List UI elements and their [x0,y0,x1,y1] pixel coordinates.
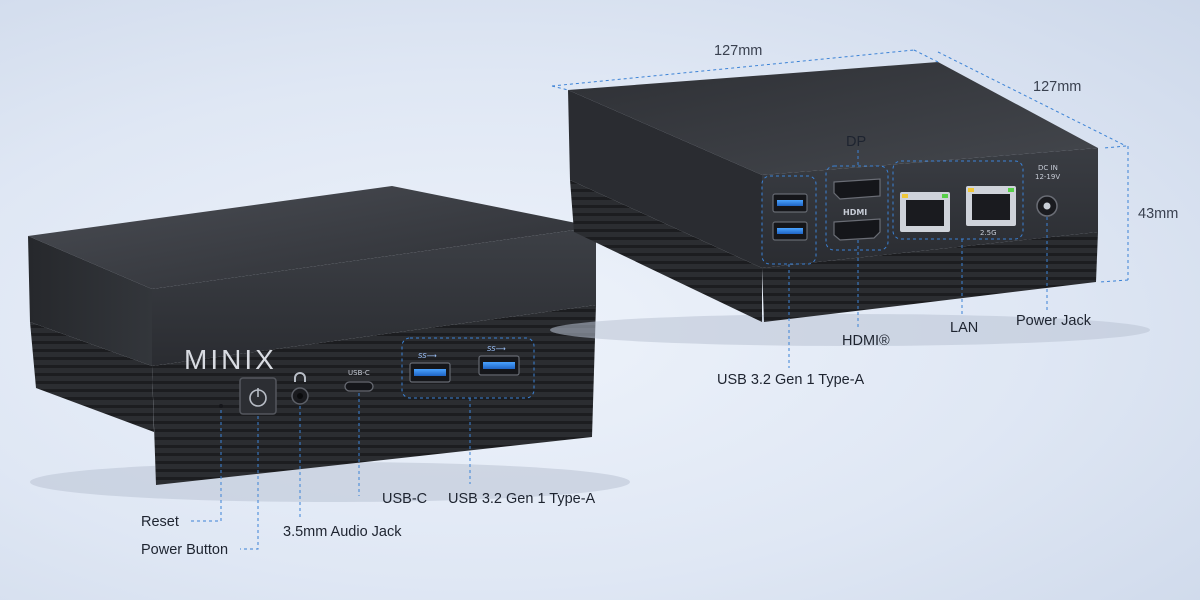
width-dimension-line [551,49,915,87]
lan-port-2-led-1 [968,188,974,192]
front-usb-a-port-2-tongue [483,362,515,369]
depth-dimension-line [937,51,1127,147]
rear-callout-lines [761,150,1048,368]
lan-port-2-led-2 [1008,188,1014,192]
usb-c-port-marking: USB-C [348,369,370,377]
front-usb-a-label: USB 3.2 Gen 1 Type-A [448,491,596,507]
dp-label: DP [846,134,867,150]
front-vent-ribs [152,305,596,485]
headphone-icon [294,372,306,382]
depth-right-tick [1103,145,1127,149]
width-left-tick [551,85,569,91]
rear-vent-ribs [762,232,1098,322]
rear-shadow [550,314,1150,346]
audio-jack-label: 3.5mm Audio Jack [283,524,402,540]
minix-logo: MINIX [184,344,277,375]
width-dimension-label: 127mm [714,43,763,59]
usb-a-highlight-front [401,337,535,399]
displayport-port [833,178,881,200]
usb-c-port [344,381,374,392]
rear-usb-a-port-2-tongue [777,228,803,234]
power-button-leader [240,416,259,550]
depth-dimension-label: 127mm [1033,79,1082,95]
reset-pinhole [219,404,223,408]
lan-port-2-socket [972,194,1010,220]
rear-left-ribs [570,180,762,322]
front-top-panel [28,186,596,289]
front-face [152,227,596,366]
audio-jack-hole [297,393,303,399]
height-dimension-label: 43mm [1138,206,1179,222]
front-callout-lines [188,337,535,550]
height-bottom-tick [1099,279,1129,283]
usb-a-highlight-rear [761,175,817,265]
video-highlight-rear [825,165,889,251]
rear-top-panel [568,62,1098,175]
ss-logo-2: SS⟶ [487,345,506,353]
width-right-tick [913,49,939,63]
lan-speed-marking: 2.5G [980,229,997,237]
rear-usb-a-label: USB 3.2 Gen 1 Type-A [717,372,865,388]
rear-left-side [568,90,762,268]
voltage-marking: 12-19V [1035,173,1061,181]
lan-port-1-led-1 [902,194,908,198]
lan-label: LAN [950,320,979,336]
rear-unit [550,62,1150,346]
front-unit [28,186,630,502]
dc-in-marking: DC IN [1038,164,1058,172]
hdmi-port [833,218,881,241]
hdmi-label: HDMI® [842,333,890,349]
usb-c-label: USB-C [382,491,428,507]
front-ports: SS⟶ SS⟶ [219,345,520,415]
power-button-label: Power Button [141,542,229,558]
lan-port-1-led-2 [942,194,948,198]
reset-leader [188,410,222,522]
power-jack-label: Power Jack [1016,313,1091,329]
reset-label: Reset [141,514,179,530]
front-usb-a-port-1-tongue [414,369,446,376]
lan-port-1-socket [906,200,944,226]
rear-ports [772,178,1058,241]
ss-logo-1: SS⟶ [418,352,437,360]
hdmi-marking: HDMI [843,208,868,217]
lan-highlight-rear [892,160,1024,240]
front-left-ribs [30,322,154,432]
front-left-side [28,236,152,366]
dc-jack-pin [1043,202,1051,210]
rear-usb-a-port-1-tongue [777,200,803,206]
dimension-lines [551,49,1129,283]
